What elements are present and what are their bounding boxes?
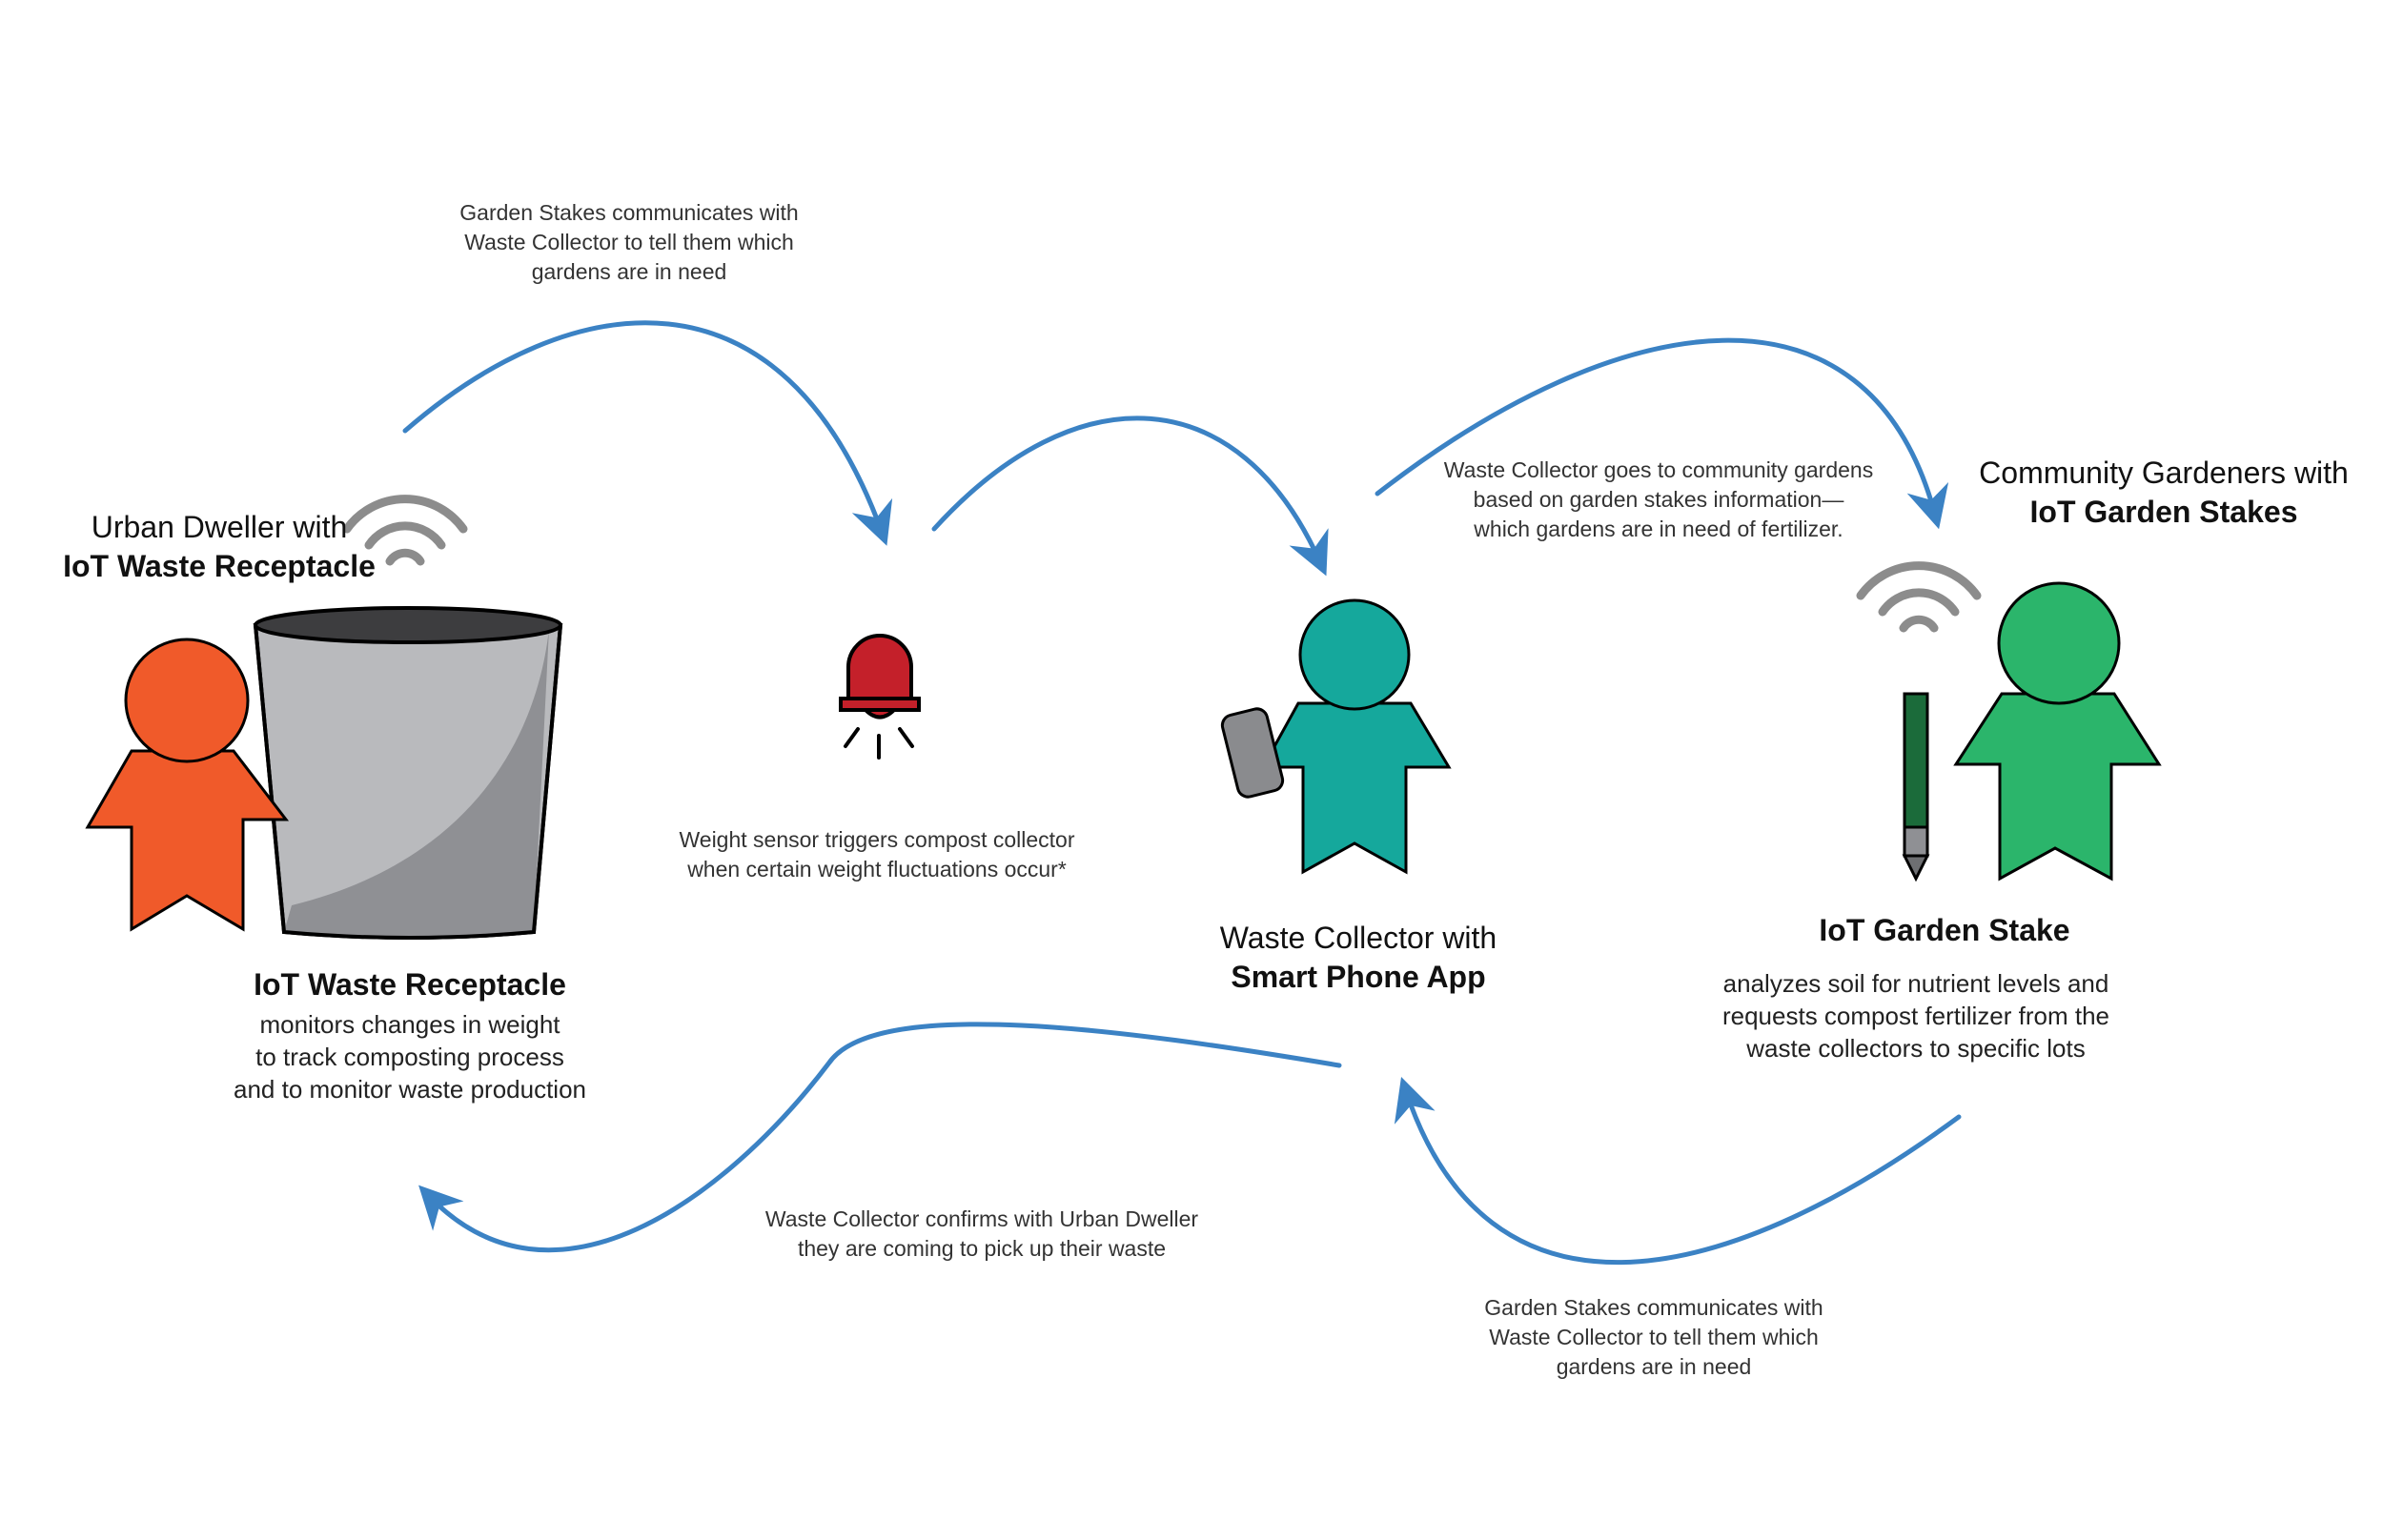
arrow-label-top-left-line2: Waste Collector to tell them which (464, 230, 794, 254)
stake-label: IoT Garden Stake analyzes soil for nutri… (1697, 911, 2135, 1064)
receptacle-desc-line1: monitors changes in weight (259, 1010, 560, 1039)
receptacle-desc-line2: to track composting process (255, 1043, 564, 1071)
arrow-label-top-left: Garden Stakes communicates with Waste Co… (419, 198, 839, 287)
sensor-caption-line1: Weight sensor triggers compost collector (679, 827, 1075, 852)
gardeners-heading: Community Gardeners with IoT Garden Stak… (1945, 454, 2383, 532)
receptacle-label: IoT Waste Receptacle monitors changes in… (191, 965, 629, 1105)
sensor-caption: Weight sensor triggers compost collector… (629, 825, 1125, 884)
urban-dweller-heading: Urban Dweller with IoT Waste Receptacle (38, 508, 400, 586)
receptacle-desc-line3: and to monitor waste production (234, 1075, 586, 1104)
arrow-sensor-to-collector (931, 415, 1329, 577)
waste-collector-figure (1260, 598, 1452, 875)
arrow-label-top-right: Waste Collector goes to community garden… (1411, 456, 1906, 544)
arrow-stake-to-collector (1394, 1077, 1962, 1266)
arrow-dweller-to-sensor (402, 320, 893, 546)
gardeners-heading-line2: IoT Garden Stakes (2029, 495, 2298, 529)
arrow-label-top-right-line3: which gardens are in need of fertilizer. (1474, 517, 1843, 541)
arrow-collector-to-dweller (418, 1022, 1342, 1253)
stake-desc-line3: waste collectors to specific lots (1746, 1034, 2086, 1063)
arrow-label-bottom-left-line2: they are coming to pick up their waste (797, 1236, 1167, 1261)
wifi-icon-receptacle (342, 495, 468, 566)
collector-heading: Waste Collector with Smart Phone App (1163, 919, 1554, 997)
urban-dweller-heading-line2: IoT Waste Receptacle (63, 549, 376, 583)
arrow-label-bottom-left: Waste Collector confirms with Urban Dwel… (724, 1205, 1239, 1264)
stake-title: IoT Garden Stake (1819, 913, 2070, 947)
arrow-label-top-left-line3: gardens are in need (531, 259, 727, 284)
arrow-label-bottom-right-line3: gardens are in need (1556, 1354, 1752, 1379)
receptacle-title: IoT Waste Receptacle (254, 967, 566, 1002)
arrow-label-top-right-line1: Waste Collector goes to community garden… (1443, 457, 1874, 482)
sensor-caption-line2: when certain weight fluctuations occur* (687, 857, 1067, 881)
arrow-label-bottom-right-line1: Garden Stakes communicates with (1484, 1295, 1823, 1320)
arrow-label-top-right-line2: based on garden stakes information— (1473, 487, 1844, 512)
collector-heading-line2: Smart Phone App (1231, 960, 1486, 994)
arrow-label-bottom-left-line1: Waste Collector confirms with Urban Dwel… (764, 1206, 1199, 1231)
wifi-icon-stake (1856, 561, 1982, 633)
sensor-light-icon (839, 634, 921, 760)
arrow-label-bottom-right: Garden Stakes communicates with Waste Co… (1444, 1293, 1864, 1382)
stake-desc-line2: requests compost fertilizer from the (1721, 1002, 2110, 1030)
gardeners-heading-line1: Community Gardeners with (1979, 456, 2349, 490)
arrow-collector-to-gardeners (1375, 337, 1949, 530)
collector-heading-line1: Waste Collector with (1219, 921, 1497, 955)
waste-bin-icon (253, 606, 563, 940)
arrow-label-top-left-line1: Garden Stakes communicates with (459, 200, 799, 225)
arrow-label-bottom-right-line2: Waste Collector to tell them which (1489, 1325, 1819, 1349)
gardener-figure (1953, 581, 2162, 881)
urban-dweller-heading-line1: Urban Dweller with (91, 510, 348, 544)
garden-stake-icon (1902, 692, 1930, 882)
smartphone-icon (1220, 707, 1285, 799)
stake-desc-line1: analyzes soil for nutrient levels and (1722, 969, 2109, 998)
urban-dweller-figure (85, 638, 290, 932)
